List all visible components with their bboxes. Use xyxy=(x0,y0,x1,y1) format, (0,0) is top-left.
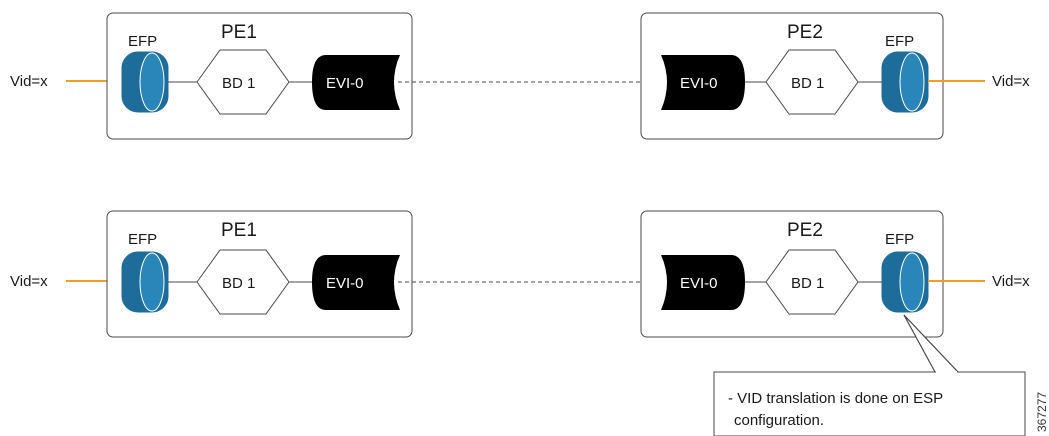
translation-callout: - VID translation is done on ESP configu… xyxy=(713,314,1026,436)
pe1-bd-label: BD 1 xyxy=(222,275,255,292)
efp-cylinder-icon xyxy=(881,51,929,113)
efp-cylinder-icon xyxy=(121,251,169,313)
callout-text-line2: configuration. xyxy=(734,412,824,429)
evi-icon xyxy=(661,255,745,310)
row-1: Vid=x PE1 EFP BD 1 EVI-0 PE2 EFP EVI- xyxy=(10,12,1030,140)
pe1-evi-label: EVI-0 xyxy=(326,275,364,292)
efp-cylinder-icon xyxy=(881,251,929,313)
figure-id: 367277 xyxy=(1035,392,1049,432)
vid-label-left: Vid=x xyxy=(10,273,48,290)
pe2-title: PE2 xyxy=(787,220,823,241)
pe1-title: PE1 xyxy=(221,22,257,43)
vid-label-right: Vid=x xyxy=(992,273,1030,290)
evi-icon xyxy=(661,55,745,110)
pe1-efp-label: EFP xyxy=(128,33,157,50)
pe1-efp-label: EFP xyxy=(128,231,157,248)
pe2-evi-label: EVI-0 xyxy=(680,275,718,292)
pe2-bd-label: BD 1 xyxy=(791,75,824,92)
pe2-title: PE2 xyxy=(787,22,823,43)
vid-label-left: Vid=x xyxy=(10,73,48,90)
pe2-efp-label: EFP xyxy=(885,231,914,248)
pe1-evi-label: EVI-0 xyxy=(326,75,364,92)
evi-icon xyxy=(312,55,400,110)
efp-cylinder-icon xyxy=(121,51,169,113)
pe2-efp-label: EFP xyxy=(885,33,914,50)
pe1-bd-label: BD 1 xyxy=(222,75,255,92)
pe2-bd-label: BD 1 xyxy=(791,275,824,292)
pe2-evi-label: EVI-0 xyxy=(680,75,718,92)
row-2: Vid=x PE1 EFP BD 1 EVI-0 PE2 EFP EVI-0 B… xyxy=(10,210,1049,436)
vid-label-right: Vid=x xyxy=(992,73,1030,90)
evi-icon xyxy=(312,255,400,310)
pe1-title: PE1 xyxy=(221,220,257,241)
callout-text-line1: - VID translation is done on ESP xyxy=(728,390,943,407)
